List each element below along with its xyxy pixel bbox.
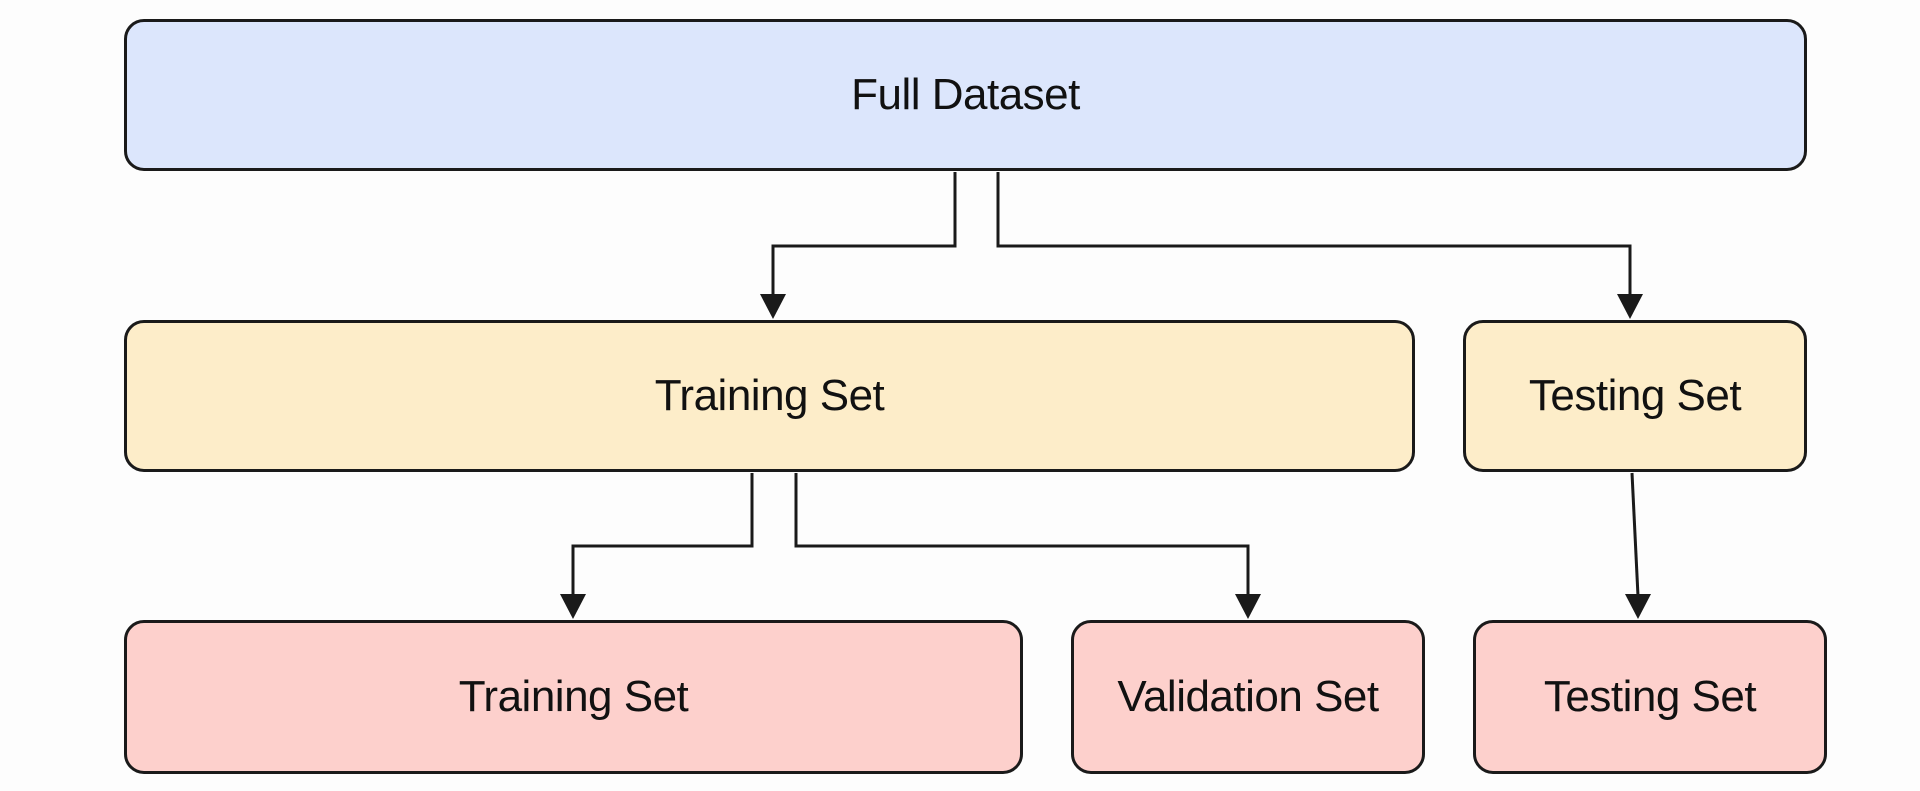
testing-set-box: Testing Set [1463, 320, 1807, 472]
training-set-label: Training Set [654, 371, 885, 420]
edge-testing-to-final-testing [1630, 472, 1640, 597]
arrowhead-training-set [760, 294, 786, 319]
final-testing-set-label: Testing Set [1543, 672, 1757, 721]
final-training-set-label: Training Set [458, 672, 689, 721]
final-training-set-box: Training Set [124, 620, 1023, 774]
arrowhead-final-training-set [560, 594, 586, 619]
arrowhead-validation-set [1235, 594, 1261, 619]
validation-set-label: Validation Set [1117, 672, 1379, 721]
edge-training-to-final-training [571, 473, 754, 596]
training-set-box: Training Set [124, 320, 1415, 472]
full-dataset-label: Full Dataset [851, 70, 1080, 119]
testing-set-label: Testing Set [1528, 371, 1742, 420]
edge-full-to-training [771, 172, 957, 296]
edge-training-to-validation [794, 473, 1250, 596]
edge-full-to-testing [996, 172, 1632, 296]
full-dataset-box: Full Dataset [124, 19, 1807, 171]
validation-set-box: Validation Set [1071, 620, 1425, 774]
arrowhead-testing-set [1617, 294, 1643, 319]
arrowhead-final-testing-set [1625, 594, 1651, 619]
final-testing-set-box: Testing Set [1473, 620, 1827, 774]
